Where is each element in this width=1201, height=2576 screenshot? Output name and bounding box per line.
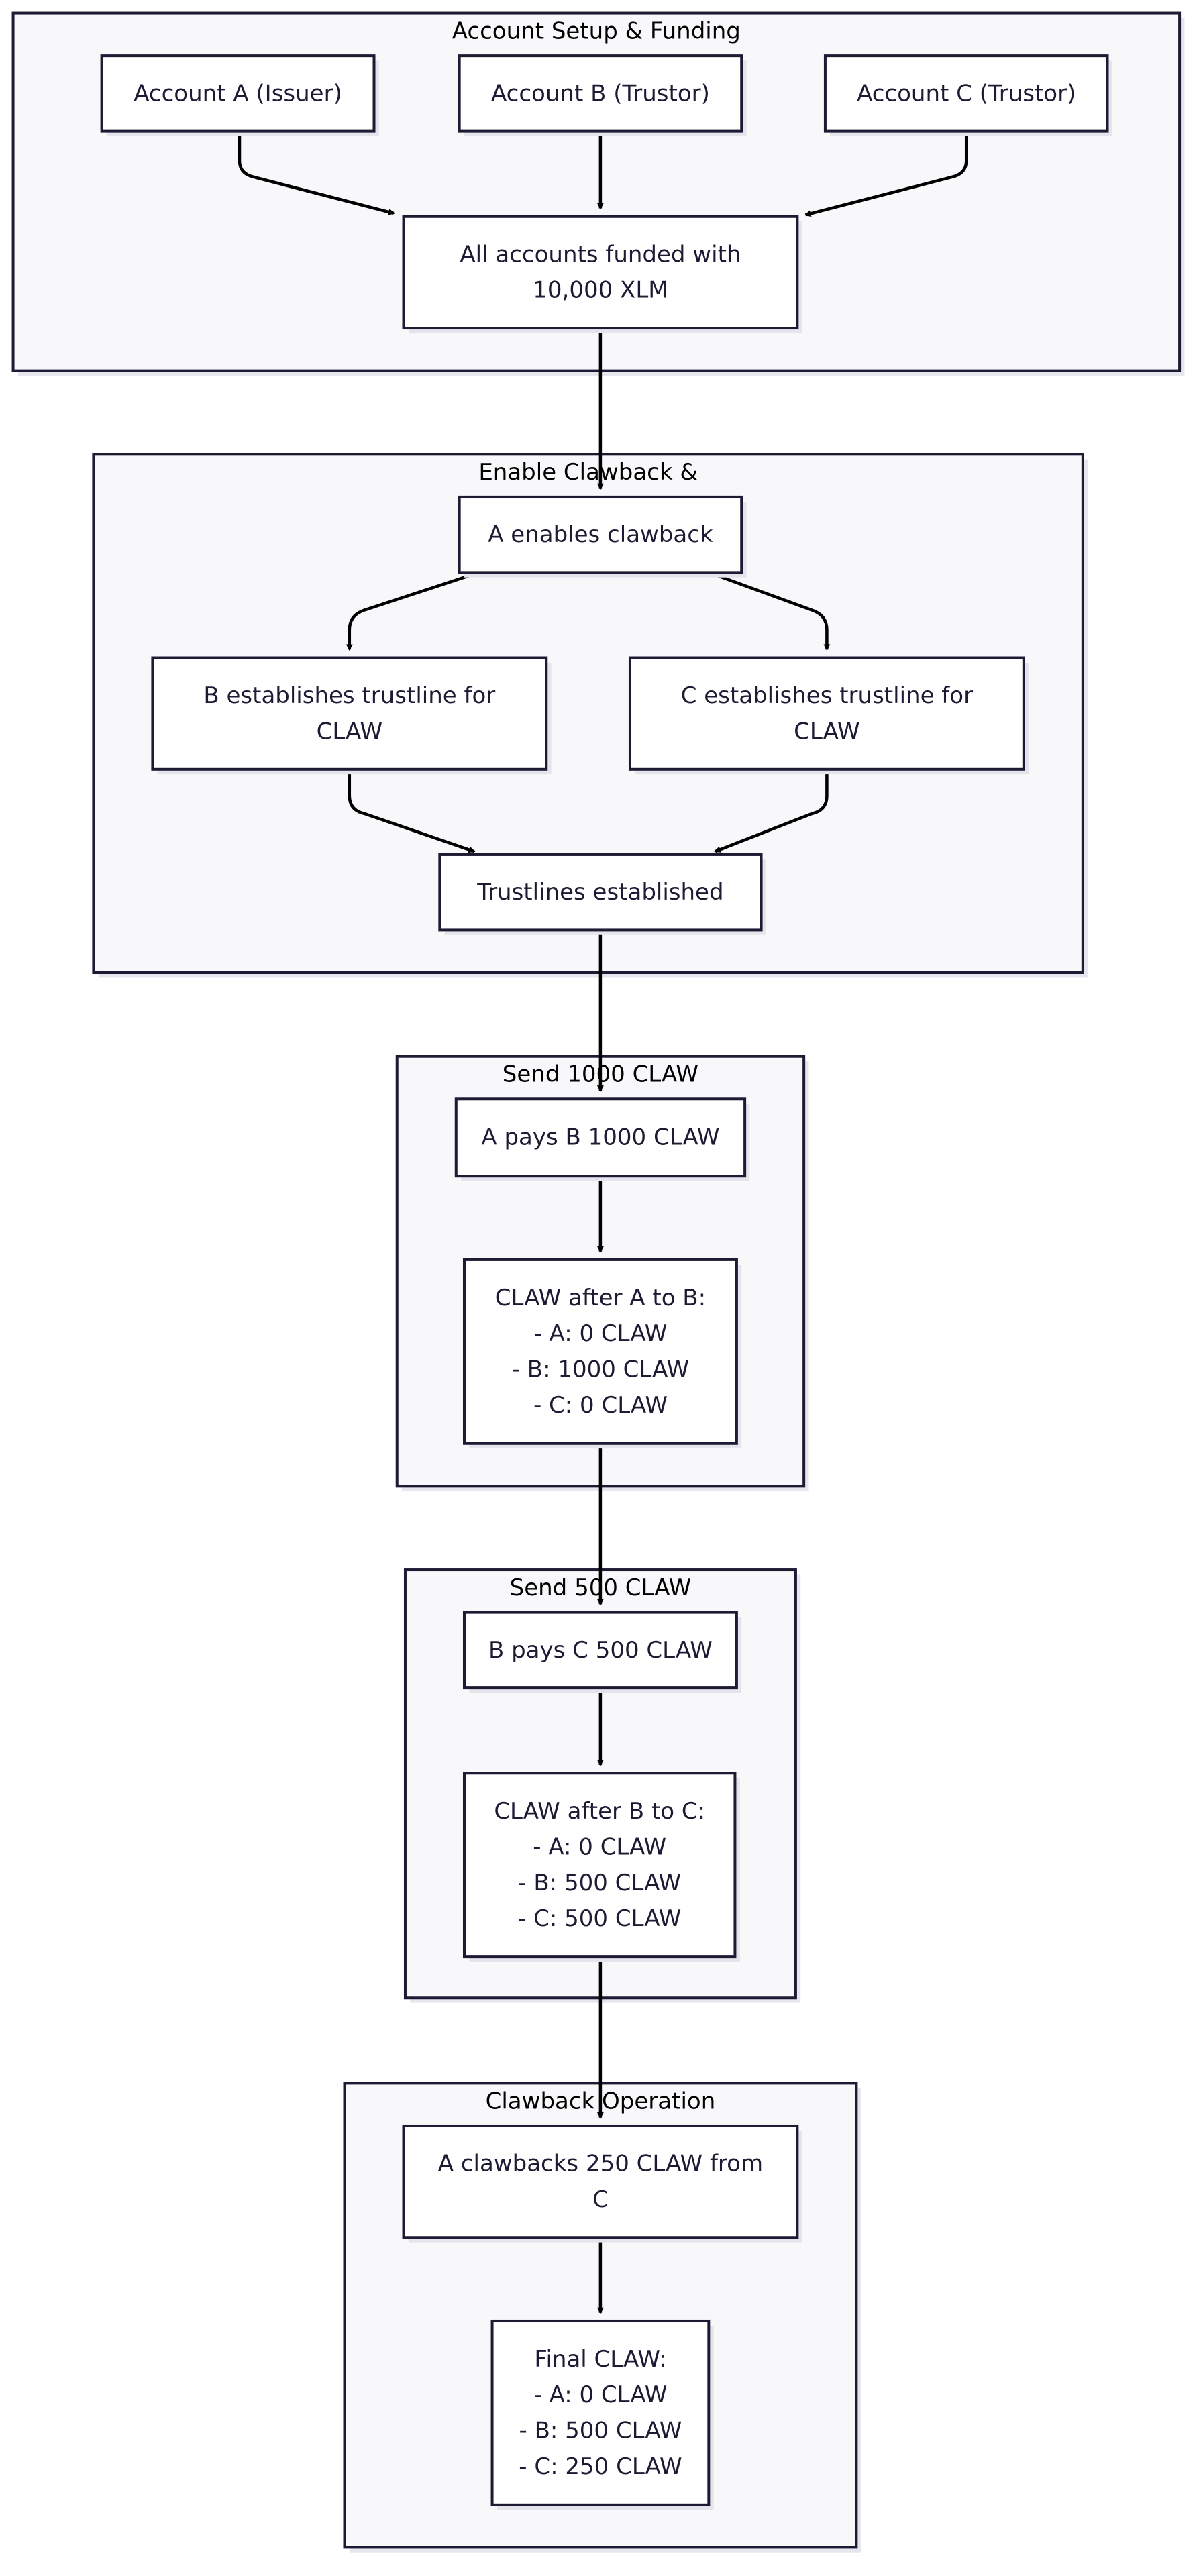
node-box (458, 495, 743, 574)
cluster-title: Account Setup & Funding (452, 17, 741, 44)
node-label-line: CLAW after B to C: (494, 1798, 705, 1825)
nodes-layer: Account A (Issuer) Account B (Trustor) Acc… (100, 54, 1112, 2510)
node-label-line: B establishes trustline for (203, 682, 495, 709)
node-a-pays-b: A pays B 1000 CLAW (454, 1097, 750, 1181)
node-label-line: Account C (Trustor) (857, 80, 1076, 107)
node-label-line: 10,000 XLM (533, 277, 668, 304)
node-label-line: Account B (Trustor) (491, 80, 710, 107)
edge-acct_c-to-funded (804, 131, 968, 217)
edge-enable-to-c_trust (708, 571, 831, 651)
node-label-line: CLAW after A to B: (495, 1285, 706, 1311)
node-acct-a: Account A (Issuer) (100, 54, 379, 136)
node-label-line: - B: 500 CLAW (518, 1870, 681, 1896)
edge-enable-to-b_trust (346, 571, 480, 651)
edge-acct_a-to-funded (238, 131, 395, 215)
node-box (490, 2319, 711, 2506)
node-label-line: - B: 500 CLAW (519, 2418, 682, 2445)
node-final: Final CLAW: - A: 0 CLAW - B: 500 CLAW - C: … (490, 2319, 714, 2510)
node-after-ab: CLAW after A to B: - A: 0 CLAW - B: 1000 C… (462, 1258, 742, 1449)
node-b-pays-c: B pays C 500 CLAW (462, 1611, 742, 1693)
node-label-line: Final CLAW: (534, 2346, 666, 2373)
node-label-line: - A: 0 CLAW (533, 2381, 667, 2408)
node-label-line: CLAW (317, 718, 382, 745)
edges-layer (238, 131, 968, 2314)
cluster-title: Enable Clawback & (478, 459, 698, 486)
node-box (462, 1772, 737, 1959)
node-label-line: Trustlines established (476, 879, 723, 906)
node-label-line: CLAW (794, 718, 859, 745)
node-box (402, 215, 799, 330)
node-label-line: B pays C 500 CLAW (488, 1637, 713, 1664)
node-label-line: All accounts funded with (460, 241, 741, 268)
node-box (454, 1097, 747, 1178)
node-label-line: C (592, 2186, 609, 2213)
node-label-line: A pays B 1000 CLAW (481, 1124, 719, 1151)
node-label-line: C establishes trustline for (681, 682, 973, 709)
node-label-line: - A: 0 CLAW (533, 1834, 666, 1861)
node-funded: All accounts funded with 10,000 XLM (402, 215, 802, 333)
edge-c_trust-to-done (714, 769, 829, 853)
node-enable: A enables clawback (458, 495, 747, 578)
node-after-bc: CLAW after B to C: - A: 0 CLAW - B: 500 CL… (462, 1772, 740, 1962)
node-box (823, 54, 1109, 133)
node-box (462, 1611, 738, 1690)
node-box (462, 1258, 738, 1445)
node-trust-done: Trustlines established (438, 853, 766, 935)
node-acct-c: Account C (Trustor) (823, 54, 1112, 136)
node-acct-b: Account B (Trustor) (458, 54, 747, 136)
node-box (402, 2124, 799, 2239)
node-label-line: - C: 250 CLAW (519, 2453, 682, 2480)
node-box (438, 853, 763, 932)
edge-b_trust-to-done (348, 769, 476, 853)
node-box (151, 656, 548, 771)
node-box (628, 656, 1025, 771)
node-label-line: - B: 1000 CLAW (512, 1356, 689, 1383)
node-label-line: A clawbacks 250 CLAW from (438, 2150, 763, 2177)
node-label-line: Account A (Issuer) (134, 80, 342, 107)
node-label-line: - C: 0 CLAW (533, 1392, 668, 1419)
node-label-line: - A: 0 CLAW (533, 1320, 667, 1347)
node-label-line: - C: 500 CLAW (518, 1905, 681, 1932)
node-label-line: A enables clawback (488, 521, 713, 548)
node-box (458, 54, 743, 133)
node-box (100, 54, 376, 133)
